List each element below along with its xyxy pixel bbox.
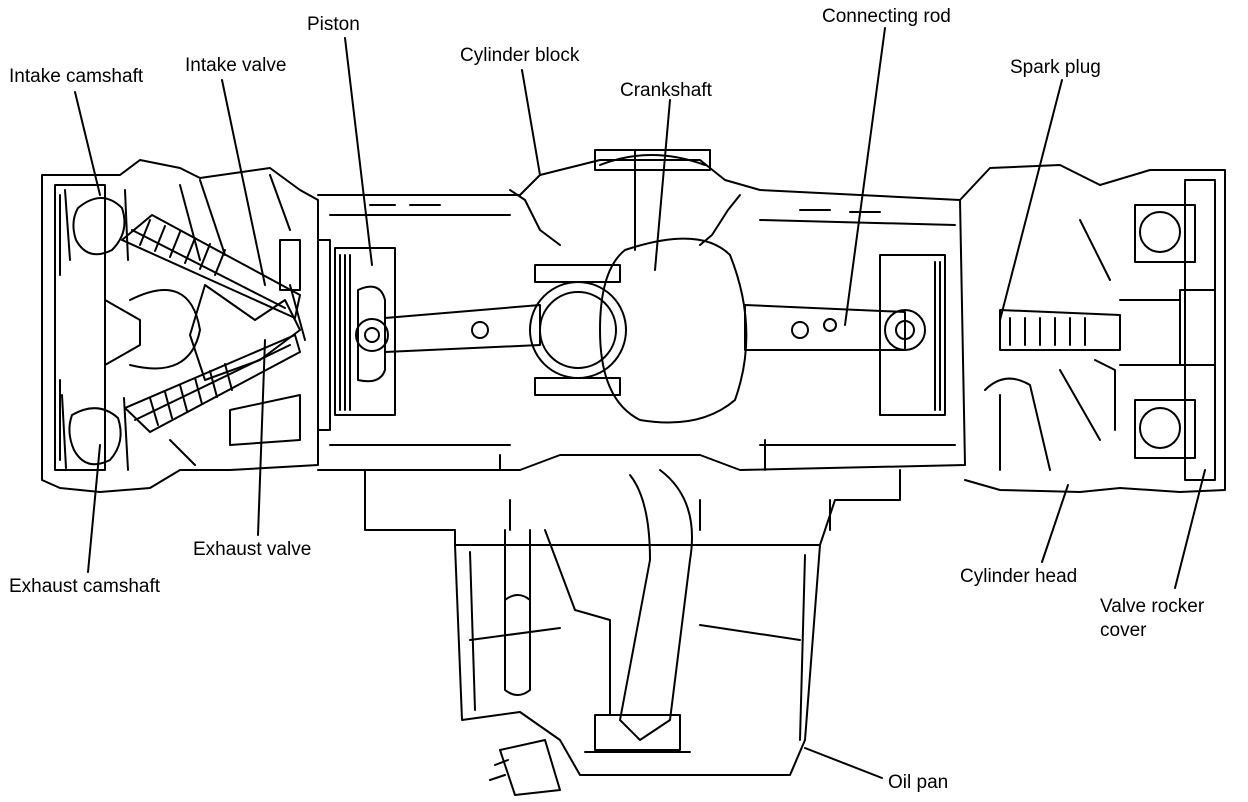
label-crankshaft: Crankshaft	[620, 80, 712, 101]
label-exhaust-camshaft: Exhaust camshaft	[9, 576, 161, 597]
leader-piston	[344, 37, 373, 266]
exhaust-camshaft-part	[61, 394, 129, 471]
leader-oil-pan	[804, 747, 883, 779]
leader-crankshaft	[654, 99, 671, 271]
cylinder-block-part	[317, 149, 966, 471]
label-piston: Piston	[307, 14, 360, 35]
label-intake-valve: Intake valve	[185, 55, 287, 76]
leader-connecting-rod	[844, 27, 886, 326]
label-connecting-rod: Connecting rod	[822, 6, 951, 27]
crankshaft-part	[529, 149, 748, 424]
left-piston-part	[334, 247, 396, 416]
leader-intake-valve	[221, 79, 266, 286]
label-valve-rocker-cover-line2: cover	[1100, 620, 1147, 641]
intake-valve-part	[121, 214, 306, 341]
label-intake-camshaft: Intake camshaft	[9, 66, 144, 87]
leader-cylinder-block	[521, 69, 541, 176]
left-cylinder-head	[41, 159, 319, 493]
leader-spark-plug	[999, 79, 1063, 321]
right-cylinder-head	[959, 164, 1226, 493]
intake-camshaft-part	[64, 189, 129, 261]
label-cylinder-head: Cylinder head	[960, 566, 1078, 587]
leader-exhaust-camshaft	[87, 444, 101, 573]
leader-cylinder-head	[1041, 484, 1069, 563]
connecting-rod-part	[384, 304, 906, 353]
right-piston-part	[879, 254, 946, 416]
leader-valve-rocker-cover	[1174, 469, 1206, 589]
label-exhaust-valve: Exhaust valve	[193, 539, 312, 560]
leader-intake-camshaft	[74, 91, 101, 196]
label-oil-pan: Oil pan	[888, 772, 949, 793]
leader-lines	[74, 27, 1206, 779]
label-cylinder-block: Cylinder block	[460, 45, 580, 66]
leader-exhaust-valve	[257, 339, 266, 536]
label-valve-rocker-cover-line1: Valve rocker	[1100, 596, 1205, 617]
label-spark-plug: Spark plug	[1010, 57, 1101, 78]
oil-pan-part	[364, 439, 901, 796]
